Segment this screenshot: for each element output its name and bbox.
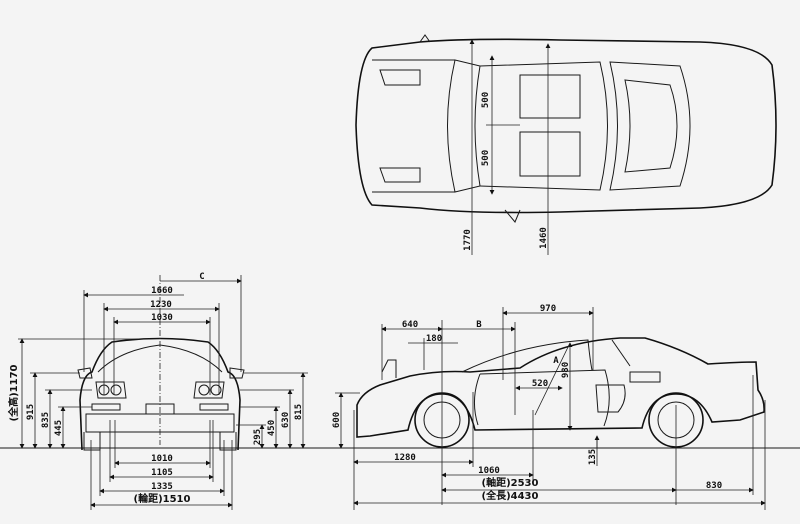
side-view: 640 B 970 180 A 980 520 600 1280 1060 13… [332,304,766,510]
front-width-1030: 1030 [151,313,173,323]
top-seat-width-1: 500 [481,92,491,108]
front-h-915: 915 [26,404,36,420]
side-d-135: 135 [588,449,598,465]
front-width-1230: 1230 [150,300,172,310]
top-mirrors [419,34,521,223]
side-d-1060: 1060 [478,466,500,476]
front-grille [85,403,235,433]
top-seats [519,74,581,177]
side-d-980: 980 [561,362,571,378]
side-popup-headlight [381,359,397,378]
front-h-835: 835 [41,412,51,428]
front-w-1010: 1010 [151,454,173,464]
side-door [474,369,610,427]
top-engine-cover [609,61,691,191]
front-c-label: C [199,272,204,282]
front-headlights [95,381,225,399]
front-h-630: 630 [281,412,291,428]
front-view: C 1660 1230 1030 (全高)1170 915 835 445 29… [7,272,308,510]
front-h-815: 815 [294,404,304,420]
top-windshield [447,59,481,193]
side-d-640: 640 [402,320,418,330]
top-seat-width-2: 500 [481,150,491,166]
side-d-1280: 1280 [394,453,416,463]
front-mirrors [77,367,245,379]
top-view: 500 500 1770 1460 [355,34,777,255]
top-body-width: 1460 [539,227,549,249]
front-w-1335: 1335 [151,482,173,492]
front-h-295: 295 [253,429,263,445]
side-d-b: B [476,320,482,330]
side-wheelbase: (軸距)2530 [482,476,539,489]
side-window [461,339,631,373]
top-cockpit [479,61,608,191]
side-d-180: 180 [426,334,442,344]
side-overall-length: (全長)4430 [482,489,539,502]
front-tread: (輪距)1510 [134,492,191,505]
front-width-1660: 1660 [151,286,173,296]
side-intake [595,371,661,413]
top-rear-window [624,79,678,173]
side-body-outline [356,337,765,438]
front-overall-height: (全高)1170 [7,364,20,421]
front-h-445: 445 [54,420,64,436]
front-w-1105: 1105 [151,468,173,478]
side-h-600: 600 [332,412,342,428]
side-d-520: 520 [532,379,548,389]
top-body-outline [355,38,777,214]
front-h-450: 450 [267,420,277,436]
side-rear-overhang: 830 [706,481,722,491]
top-overall-width: 1770 [463,229,473,251]
side-d-970: 970 [540,304,556,314]
side-d-a: A [553,356,559,366]
top-hood-lines [372,59,455,193]
